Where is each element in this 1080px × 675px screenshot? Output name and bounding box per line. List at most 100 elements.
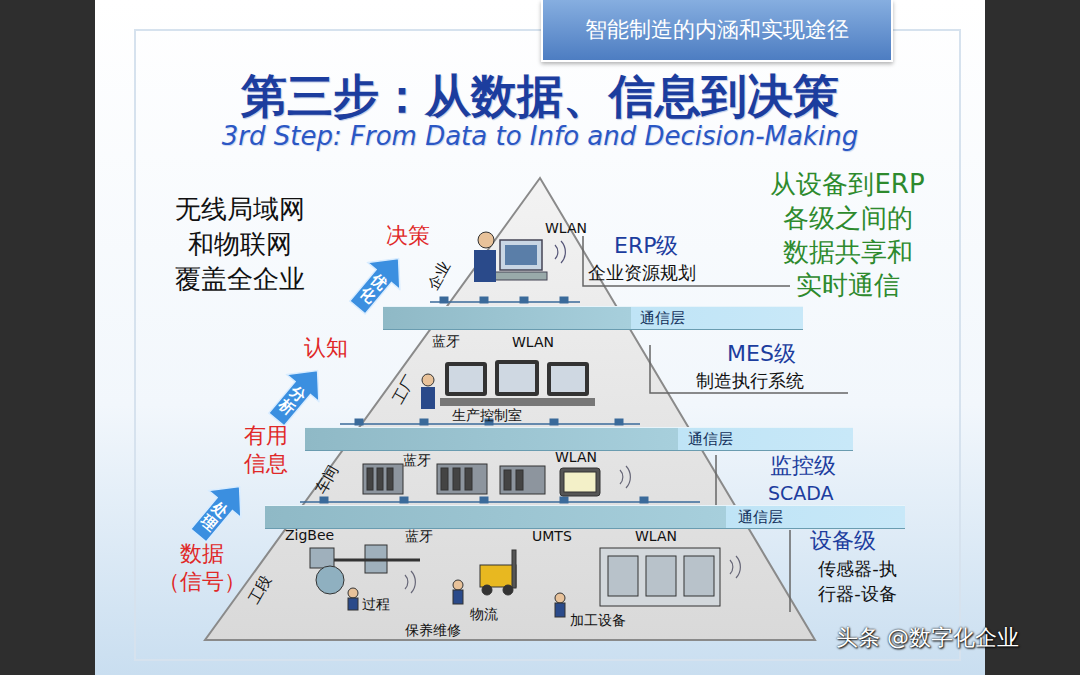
network-symbols-part — [420, 419, 428, 425]
level-name: ERP级 — [614, 232, 678, 260]
control-room-part — [499, 364, 535, 392]
level-desc: 企业资源规划 — [588, 262, 696, 285]
control-room-part — [495, 360, 539, 396]
control-room-part — [440, 398, 595, 406]
watermark: 头条 @数字化企业 — [836, 624, 1019, 652]
network-name: UMTS — [532, 528, 572, 546]
level-name: 设备级 — [810, 527, 876, 555]
field-equipment-part — [310, 548, 334, 568]
network-symbols-part — [480, 497, 488, 503]
field-equipment-part — [512, 550, 516, 588]
level-brackets-part — [715, 455, 717, 506]
network-symbols-part — [560, 297, 568, 303]
scada-cabinets-part — [516, 470, 523, 490]
equipment-label: 物流 — [470, 606, 498, 624]
wireless-waves-part — [405, 571, 415, 593]
scada-cabinets-part — [377, 468, 383, 490]
erp-operator — [474, 232, 565, 282]
wireless-waves-part — [620, 466, 630, 488]
scada-cabinets-part — [363, 464, 403, 494]
field-equipment-part — [684, 556, 714, 596]
level-name: MES级 — [727, 340, 796, 368]
field-equipment-part — [453, 590, 463, 604]
scada-cabinets-part — [465, 468, 472, 490]
field-equipment-part — [608, 556, 638, 596]
network-symbols-part — [400, 497, 408, 503]
band-label: 通信层 — [640, 309, 685, 328]
control-room-part — [422, 374, 434, 386]
level-name: SCADA — [768, 482, 834, 506]
network-note: 无线局域网 和物联网 覆盖全企业 — [152, 192, 327, 297]
field-equipment-part — [453, 580, 463, 590]
control-room-part — [445, 362, 487, 396]
erp-operator-part — [505, 245, 537, 265]
arrow-body — [182, 473, 255, 549]
equipment-label: 过程 — [362, 596, 390, 614]
network-symbols-part — [355, 419, 363, 425]
subtitle: 3rd Step: From Data to Info and Decision… — [90, 120, 990, 153]
network-symbols-part — [560, 497, 568, 503]
scada-cabinets-part — [437, 464, 487, 494]
field-equipment-part — [555, 593, 565, 603]
network-name: WLAN — [555, 449, 597, 467]
level-desc: 传感器-执 行器-设备 — [795, 556, 920, 606]
communication-band: 通信层 — [305, 427, 853, 451]
equipment-label: 生产控制室 — [452, 407, 522, 425]
band-label: 通信层 — [738, 508, 783, 527]
control-room-part — [551, 366, 585, 392]
stage-label: 数据 （信号） — [152, 540, 252, 595]
scada-cabinets-part — [453, 468, 460, 490]
field-equipment-part — [555, 603, 565, 617]
network-name: WLAN — [512, 334, 554, 352]
control-room-part — [449, 366, 483, 392]
scada-cabinets-part — [564, 472, 596, 492]
network-symbols-part — [520, 297, 528, 303]
stage-label: 认知 — [304, 334, 348, 362]
network-name: 蓝牙 — [403, 452, 431, 470]
stage-label: 决策 — [386, 222, 430, 250]
field-equipment-part — [348, 588, 358, 598]
network-symbols-part — [320, 497, 328, 503]
field-equipment-part — [480, 565, 516, 587]
erp-operator-part — [474, 250, 496, 282]
field-equipment-part — [316, 566, 344, 594]
wireless-waves-part — [730, 556, 740, 578]
network-symbols-part — [440, 297, 448, 303]
level-desc: 制造执行系统 — [696, 370, 804, 393]
equipment-label: 保养维修 — [405, 622, 461, 640]
network-name: ZigBee — [285, 527, 334, 545]
erp-operator-part — [500, 240, 542, 270]
erp-operator-part — [495, 272, 547, 280]
network-symbols-part — [480, 297, 488, 303]
network-symbols-part — [430, 301, 580, 303]
stage-label: 有用 信息 — [240, 422, 292, 477]
control-room — [421, 360, 595, 409]
field-equipment — [310, 545, 720, 617]
level-name: 监控级 — [770, 452, 836, 480]
field-equipment-part — [348, 598, 358, 610]
network-name: 蓝牙 — [405, 528, 433, 546]
header-banner: 智能制造的内涵和实现途径 — [541, 0, 893, 62]
field-equipment-part — [646, 556, 676, 596]
sharing-note: 从设备到ERP 各级之间的 数据共享和 实时通信 — [745, 168, 950, 303]
network-name: 蓝牙 — [432, 333, 460, 351]
network-symbols-part — [640, 497, 648, 503]
erp-operator-part — [478, 232, 494, 248]
scada-cabinets-part — [441, 468, 448, 490]
network-name: WLAN — [545, 220, 587, 238]
slide-title: 第三步：从数据、信息到决策 — [90, 68, 990, 126]
scada-cabinets-part — [504, 470, 511, 490]
scada-cabinets-part — [367, 468, 373, 490]
arrow-body — [341, 245, 414, 321]
network-symbols-part — [615, 419, 623, 425]
control-room-part — [547, 362, 589, 396]
erp-operator-part — [555, 241, 565, 263]
level-brackets-part — [789, 530, 791, 612]
scada-cabinets-part — [500, 466, 545, 494]
equipment-label: 加工设备 — [570, 612, 626, 630]
communication-band: 通信层 — [265, 505, 905, 529]
communication-band: 通信层 — [383, 306, 803, 330]
scada-cabinets-part — [560, 468, 600, 496]
pyramid-part — [205, 178, 815, 640]
band-label: 通信层 — [688, 430, 733, 449]
